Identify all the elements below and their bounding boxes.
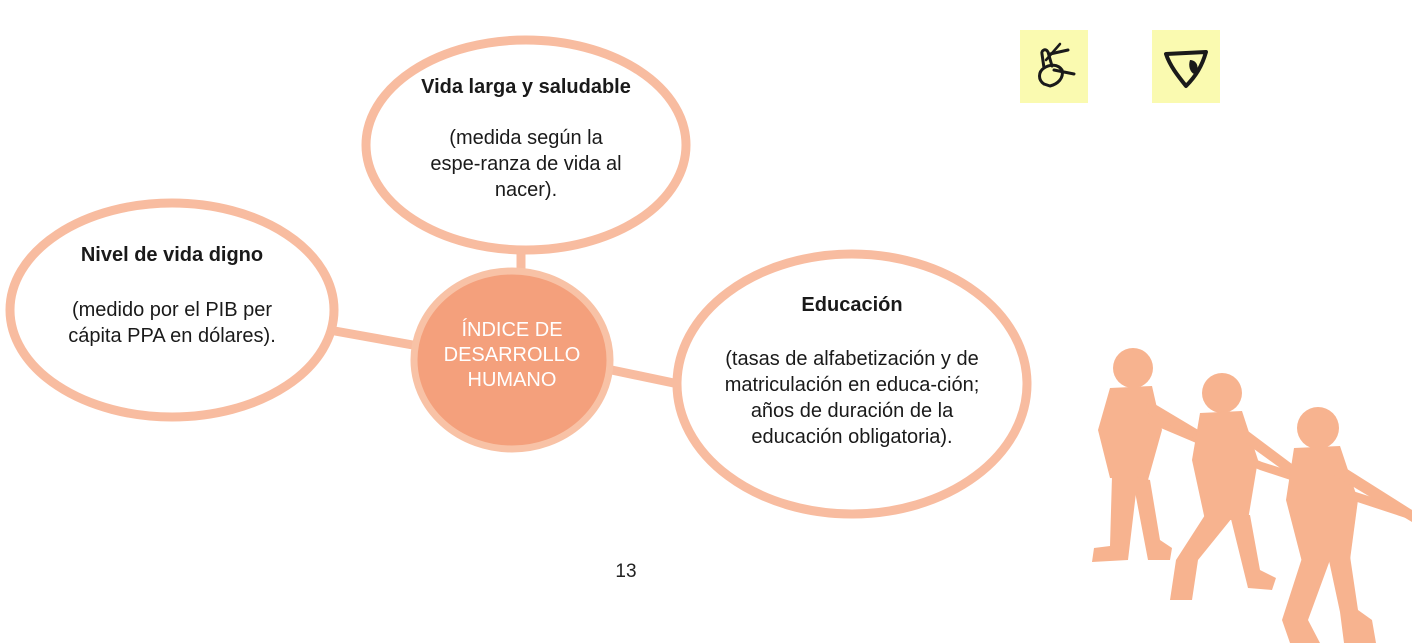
page-number: 13 — [615, 561, 637, 582]
writing-hand-icon — [1038, 42, 1076, 88]
node-nivel-vida-bubble — [5, 198, 339, 422]
node-vida-larga-title: Vida larga y saludable — [421, 76, 631, 98]
node-educacion-bubble — [672, 249, 1032, 519]
node-educacion: Educación (tasas de alfabetización y de … — [702, 292, 1002, 450]
edge-center-nivel-vida — [317, 323, 425, 352]
node-vida-larga: Vida larga y saludable (medida según la … — [396, 74, 656, 203]
eye-icon-box — [1152, 30, 1220, 103]
tug-of-war-silhouette — [1092, 348, 1412, 643]
node-educacion-description: (tasas de alfabetización y de matriculac… — [724, 348, 980, 448]
node-vida-larga-description: (medida según la espe-ranza de vida al n… — [430, 127, 622, 201]
node-nivel-vida-title: Nivel de vida digno — [80, 244, 264, 266]
eye-icon — [1164, 50, 1208, 88]
node-nivel-vida: Nivel de vida digno (medido por el PIB p… — [40, 242, 304, 349]
node-educacion-title: Educación — [801, 294, 903, 316]
center-node-label: ÍNDICE DE DESARROLLO HUMANO — [443, 319, 581, 391]
node-nivel-vida-description: (medido por el PIB per cápita PPA en dól… — [68, 299, 276, 347]
node-vida-larga-bubble — [361, 35, 691, 255]
center-node-bubble — [410, 267, 614, 453]
writing-hand-icon-box — [1020, 30, 1088, 103]
